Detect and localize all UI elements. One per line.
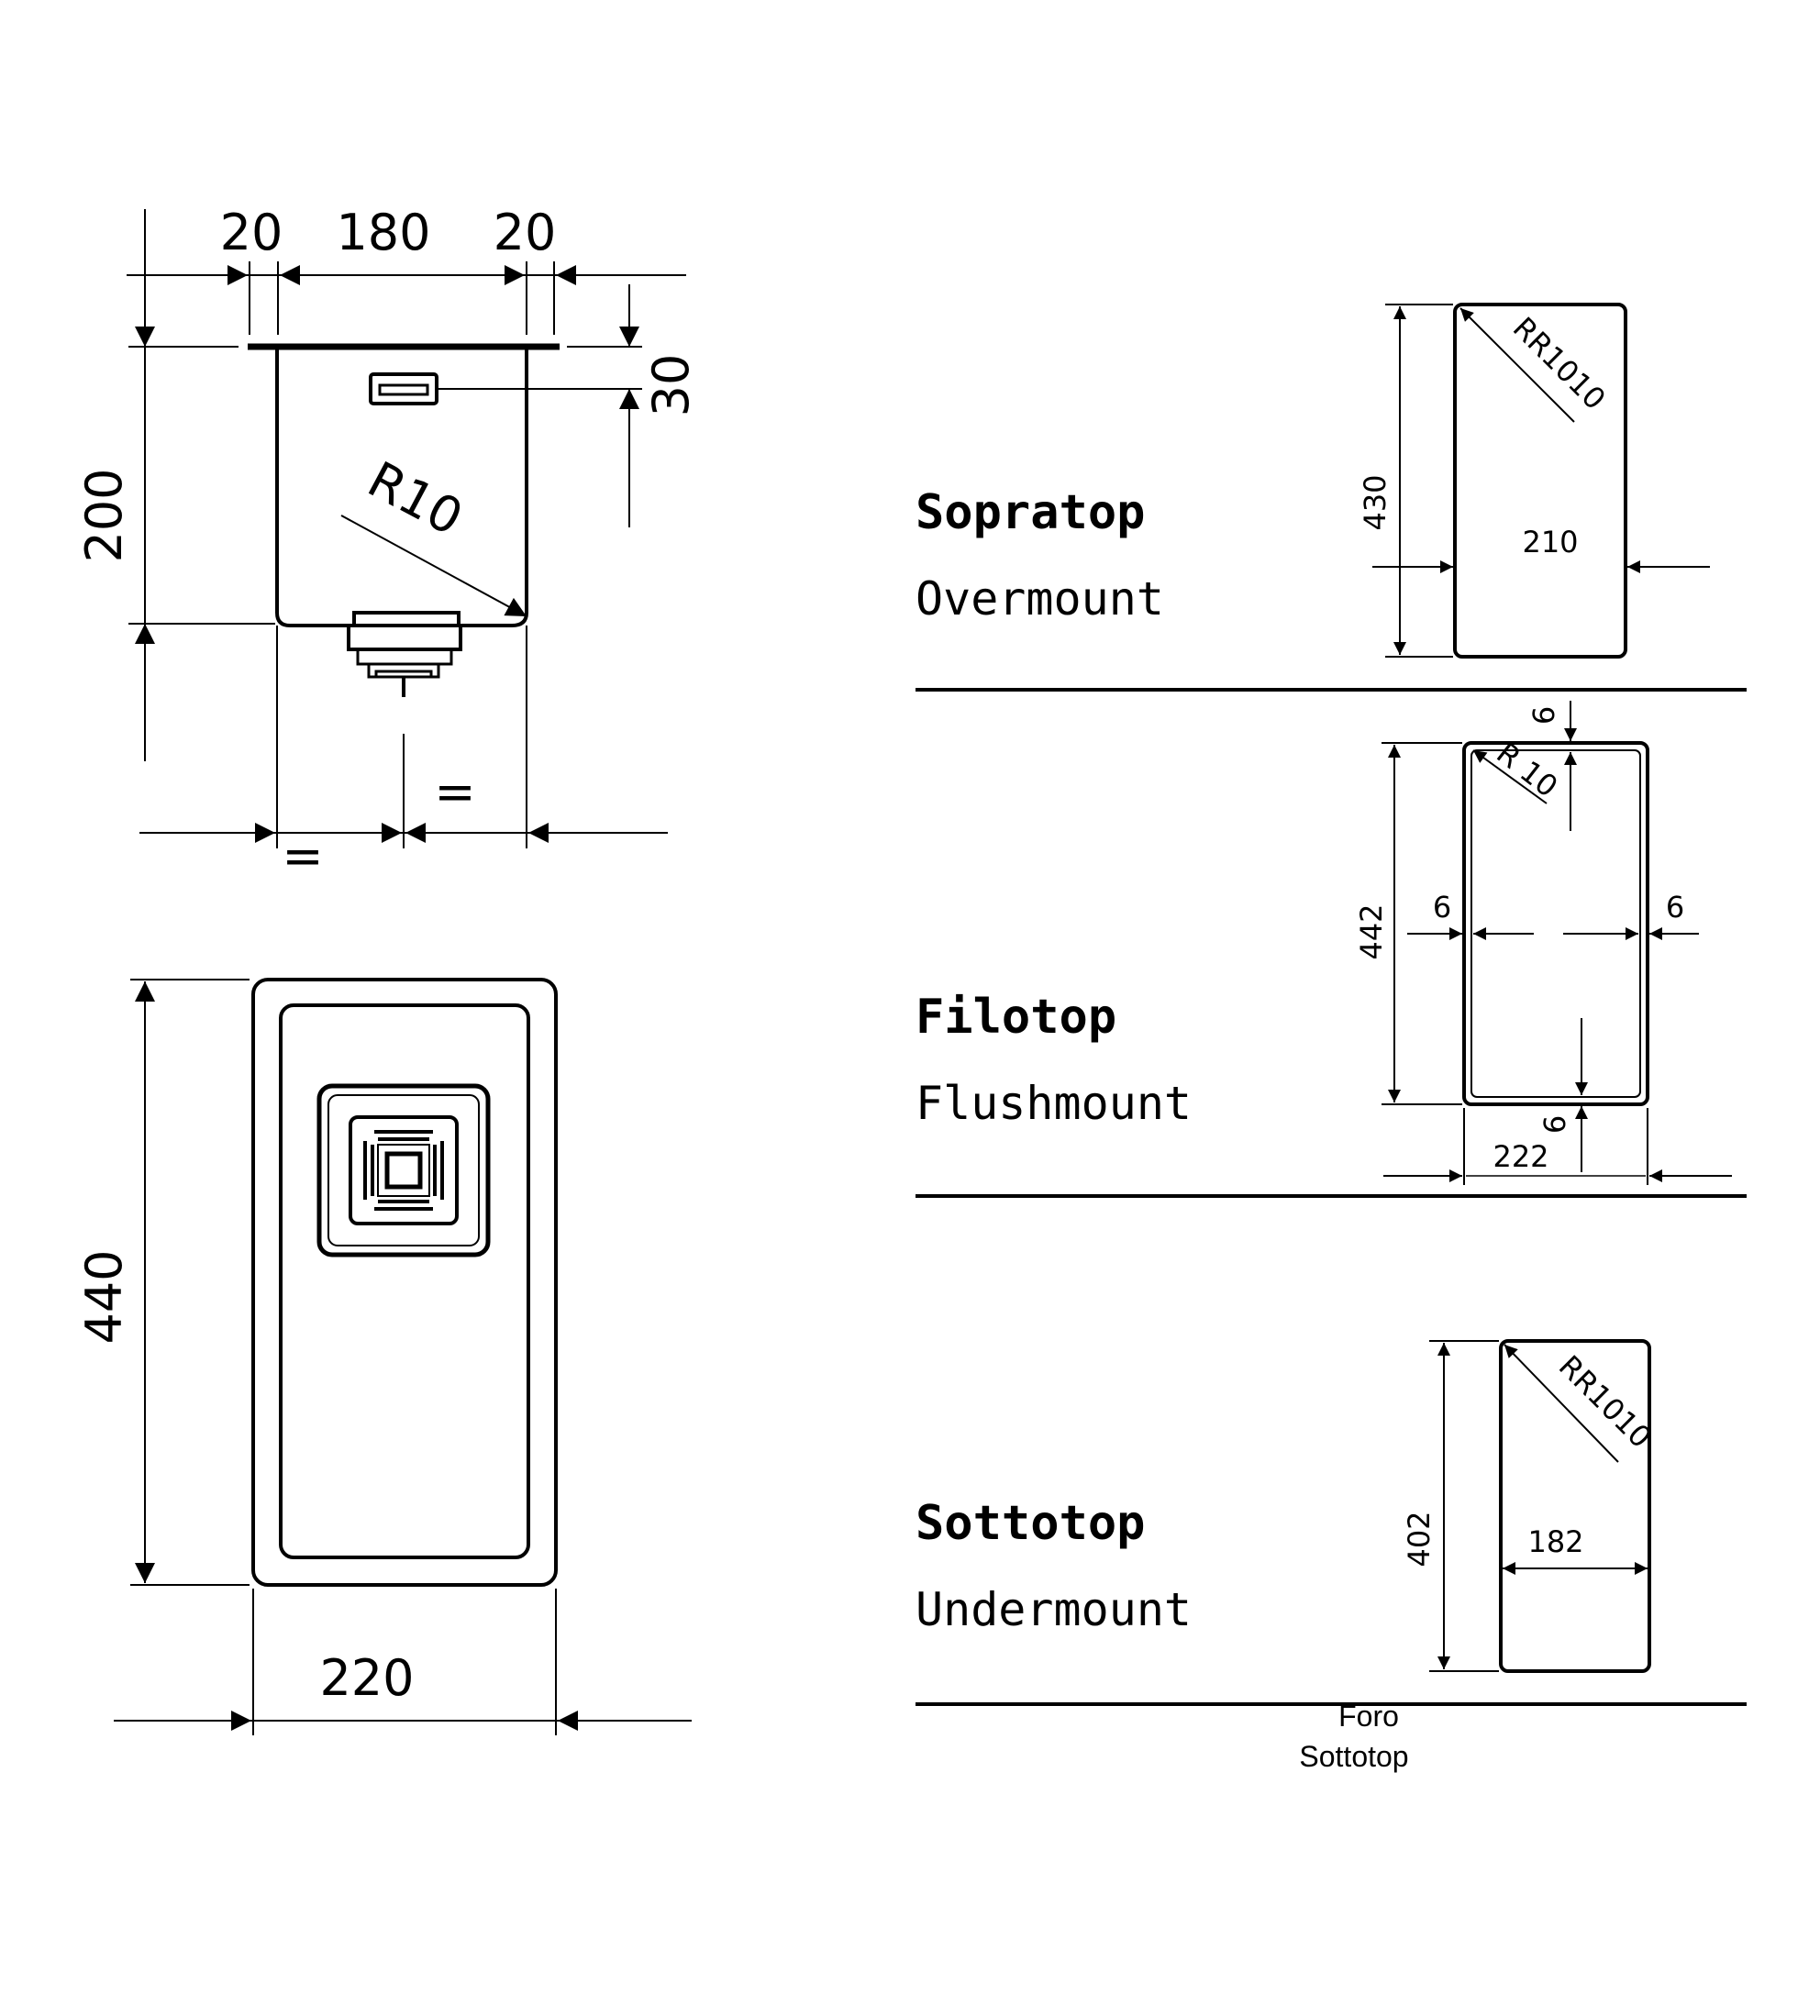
undermount-note-line1: Foro — [1338, 1700, 1399, 1733]
flushmount-right-gap: 6 — [1666, 890, 1684, 925]
section-flushmount: Filotop Flushmount — [916, 701, 1747, 1198]
flushmount-height: 442 — [1354, 903, 1389, 959]
flushmount-width: 222 — [1493, 1139, 1548, 1174]
undermount-title: Sottotop — [916, 1496, 1145, 1551]
undermount-note-line2: Sottotop — [1299, 1740, 1408, 1773]
overmount-subtitle: Overmount — [916, 572, 1164, 626]
overmount-title: Sopratop — [916, 485, 1145, 540]
undermount-width: 182 — [1527, 1524, 1583, 1559]
dim-inner-width: 180 — [336, 204, 430, 261]
undermount-radius: RR1010 — [1552, 1348, 1659, 1455]
side-view-labels: 20 180 20 30 200 R10 = = — [75, 204, 700, 885]
dim-left-flange: 20 — [220, 204, 283, 261]
dim-total-width: 220 — [319, 1649, 414, 1707]
undermount-subtitle: Undermount — [916, 1583, 1192, 1636]
flushmount-radius: R 10 — [1490, 736, 1564, 804]
flushmount-top-gap: 6 — [1526, 706, 1561, 725]
flushmount-subtitle: Flushmount — [916, 1077, 1192, 1130]
dim-overflow-offset: 30 — [642, 354, 700, 417]
overmount-height: 430 — [1358, 474, 1393, 530]
section-undermount: Sottotop Undermount 402 182 RR1010 Foro … — [916, 1339, 1747, 1773]
dim-radius: R10 — [359, 450, 472, 547]
drain-slots — [363, 1130, 444, 1211]
flushmount-bottom-gap: 6 — [1537, 1115, 1572, 1134]
section-overmount: Sopratop Overmount 430 210 RR1010 — [916, 303, 1747, 692]
equal-sign-right: = — [434, 763, 475, 821]
dim-depth: 200 — [75, 468, 133, 562]
side-view — [127, 209, 686, 848]
dim-total-height: 440 — [75, 1249, 133, 1344]
dim-right-flange: 20 — [494, 204, 557, 261]
overmount-radius: RR1010 — [1506, 310, 1613, 416]
flushmount-left-gap: 6 — [1433, 890, 1451, 925]
top-view-labels: 440 220 — [75, 1249, 415, 1707]
top-view — [114, 978, 692, 1735]
flushmount-title: Filotop — [916, 990, 1116, 1045]
equal-sign-left: = — [282, 827, 323, 885]
overmount-width: 210 — [1522, 525, 1578, 559]
undermount-height: 402 — [1402, 1511, 1437, 1567]
